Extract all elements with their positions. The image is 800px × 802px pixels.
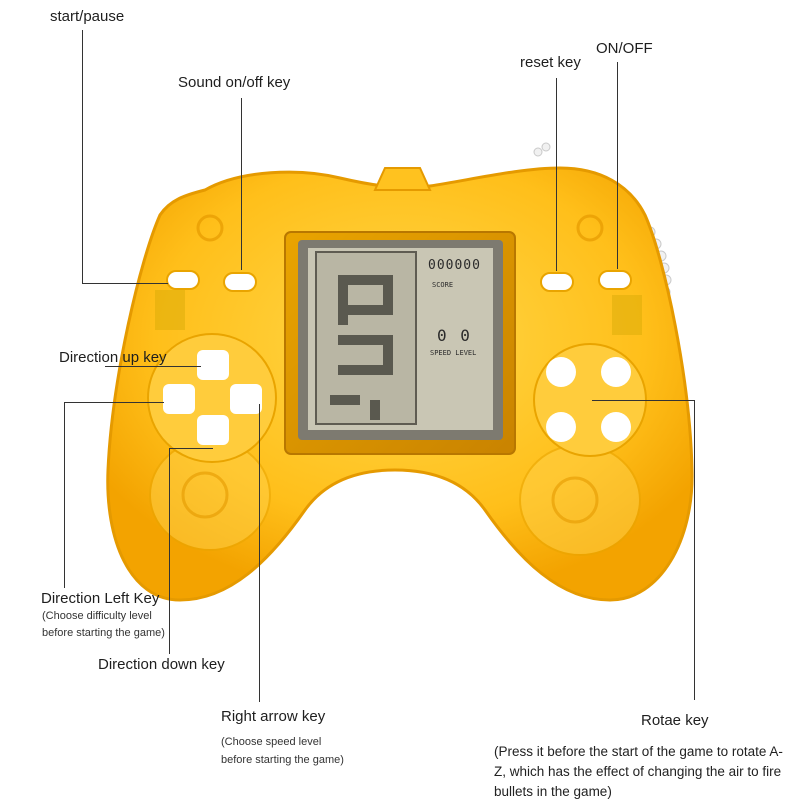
label-right-note-1: (Choose speed level [221, 736, 322, 748]
action-buttons [533, 343, 647, 457]
label-dir-down: Direction down key [98, 656, 225, 673]
on-off-button[interactable] [598, 270, 632, 290]
leader-sound [241, 98, 242, 270]
leader-rotate-h [592, 400, 694, 401]
leader-dir-left-v [64, 402, 65, 588]
direction-down-button[interactable] [197, 415, 229, 445]
label-reset: reset key [520, 54, 581, 71]
direction-left-button[interactable] [163, 384, 195, 414]
leader-on-off [617, 62, 618, 269]
screen-frame [284, 231, 516, 455]
lcd-score-digits: 000000 [428, 258, 481, 273]
action-button-2[interactable] [601, 357, 631, 387]
label-dir-left-note-1: (Choose difficulty level [42, 610, 152, 622]
label-sound: Sound on/off key [178, 74, 291, 91]
sound-button[interactable] [223, 272, 257, 292]
start-pause-button[interactable] [166, 270, 200, 290]
direction-up-button[interactable] [197, 350, 229, 380]
label-dir-up: Direction up key [59, 349, 167, 366]
lcd-score-label: SCORE [432, 281, 454, 289]
leader-dir-down-v [169, 448, 170, 654]
label-dir-left-note-2: before starting the game) [42, 627, 165, 639]
leader-dir-up [105, 366, 201, 367]
dpad [147, 333, 277, 463]
leader-start-pause [82, 30, 83, 284]
leader-right-v [259, 404, 260, 702]
lcd-level-digits: 0 0 [437, 326, 472, 345]
rotate-button[interactable] [546, 412, 576, 442]
action-button-1[interactable] [546, 357, 576, 387]
action-button-4[interactable] [601, 412, 631, 442]
label-right-arrow: Right arrow key [221, 708, 326, 725]
top-buttons [166, 270, 632, 292]
label-start-pause: start/pause [50, 8, 125, 25]
label-rotate: Rotae key [641, 712, 709, 729]
leader-start-pause-h [82, 283, 168, 284]
leader-rotate-v [694, 400, 695, 700]
reset-button[interactable] [540, 272, 574, 292]
label-dir-left: Direction Left Key [41, 590, 160, 607]
leader-dir-left-h [64, 402, 164, 403]
label-on-off: ON/OFF [596, 40, 653, 57]
leader-reset [556, 78, 557, 271]
label-rotate-note: (Press it before the start of the game t… [494, 744, 783, 799]
leader-dir-down-h [169, 448, 213, 449]
label-right-note-2: before starting the game) [221, 754, 344, 766]
direction-right-button[interactable] [230, 384, 262, 414]
lcd-speed-level: SPEED LEVEL [430, 349, 477, 357]
